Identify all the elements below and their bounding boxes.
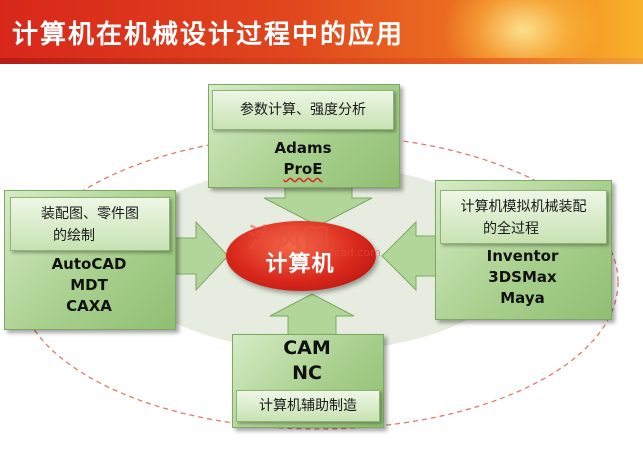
right-item-maya: Maya <box>500 289 545 307</box>
top-arrow <box>263 185 373 227</box>
right-item-inventor: Inventor <box>486 247 559 265</box>
top-box-header-text: 参数计算、强度分析 <box>240 102 366 118</box>
watermark-url: www.mfcad.com <box>290 246 381 259</box>
top-item-proe: ProE <box>283 160 323 178</box>
bottom-item-cam: CAM <box>283 337 331 359</box>
right-box-items: Inventor 3DSMax Maya <box>435 246 610 309</box>
left-arrow <box>171 220 229 292</box>
left-box-header: 装配图、零件图 的绘制 <box>10 197 170 251</box>
left-item-autocad: AutoCAD <box>51 255 127 273</box>
left-item-mdt: MDT <box>70 276 108 294</box>
bottom-box-items: CAM NC <box>232 336 382 386</box>
banner-glow <box>443 0 603 58</box>
right-arrow <box>381 220 437 292</box>
left-header-line2: 的绘制 <box>53 228 95 244</box>
top-box-header: 参数计算、强度分析 <box>212 90 394 130</box>
bottom-box-footer: 计算机辅助制造 <box>236 390 380 422</box>
center-ellipse <box>226 221 376 291</box>
top-item-adams: Adams <box>274 139 332 157</box>
left-item-caxa: CAXA <box>66 297 112 315</box>
bottom-item-nc: NC <box>292 362 322 384</box>
right-item-3dsmax: 3DSMax <box>488 268 557 286</box>
left-header-line1: 装配图、零件图 <box>41 206 139 222</box>
center-label: 计算机 <box>265 252 335 277</box>
title-banner: 计算机在机械设计过程中的应用 <box>0 0 643 58</box>
watermark-logo: 沐风网 <box>248 224 333 254</box>
right-box-header: 计算机模拟机械装配 的全过程 <box>440 190 607 244</box>
slide-title: 计算机在机械设计过程中的应用 <box>12 20 405 50</box>
right-header-line2: 的全过程 <box>483 221 539 237</box>
title-strip <box>0 58 643 64</box>
bottom-arrow <box>269 293 355 337</box>
right-header-line1: 计算机模拟机械装配 <box>460 199 587 215</box>
bottom-footer-text: 计算机辅助制造 <box>259 398 357 414</box>
top-box-items: Adams ProE <box>208 138 398 180</box>
left-box-items: AutoCAD MDT CAXA <box>4 254 174 317</box>
